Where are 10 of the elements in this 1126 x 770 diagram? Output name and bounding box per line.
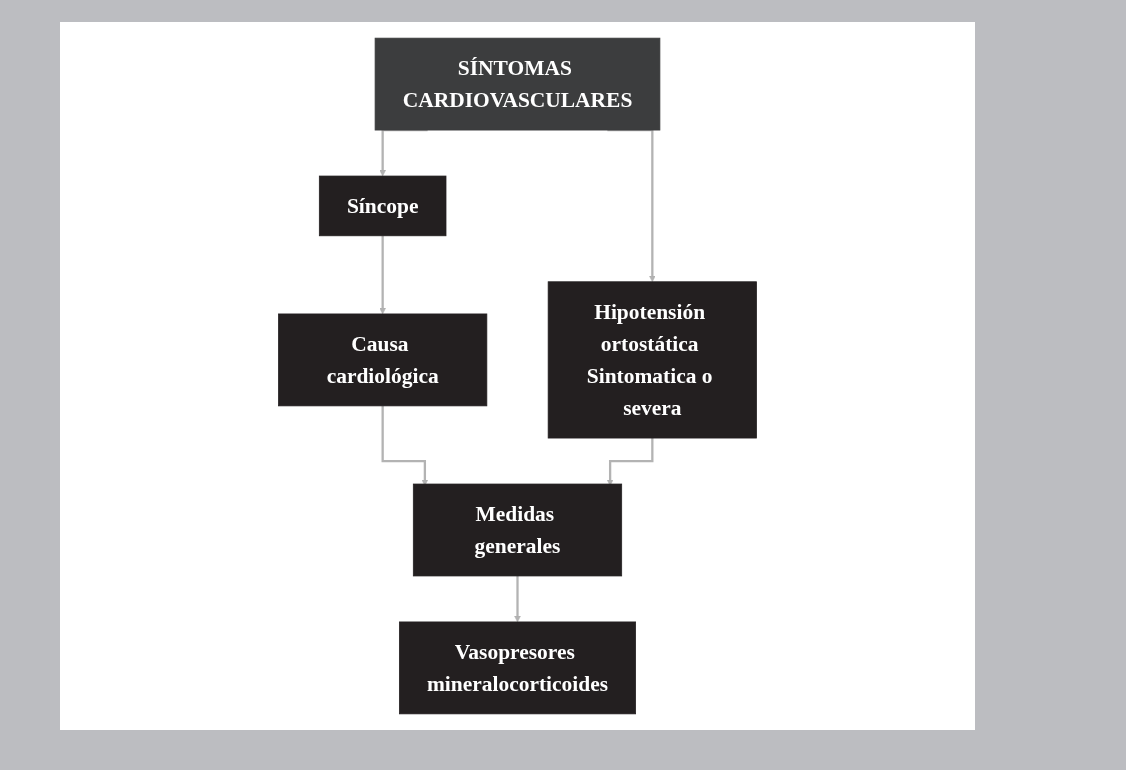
node-box: [412, 483, 623, 577]
arrow: [514, 574, 521, 623]
arrow: [379, 234, 387, 315]
arrow: [381, 404, 429, 486]
node-box: [399, 621, 636, 715]
panel-background: SÍNTOMAS CARDIOVASCULARES Hipotensión ortostática Sintomatica o severa Síncope Causa cardiológica Medidas generales Vasopresores mineralocorticoides: [60, 22, 975, 730]
node-box: [278, 313, 488, 407]
node-box: [318, 175, 447, 237]
node-box: [547, 281, 757, 439]
node-box: [374, 37, 661, 131]
